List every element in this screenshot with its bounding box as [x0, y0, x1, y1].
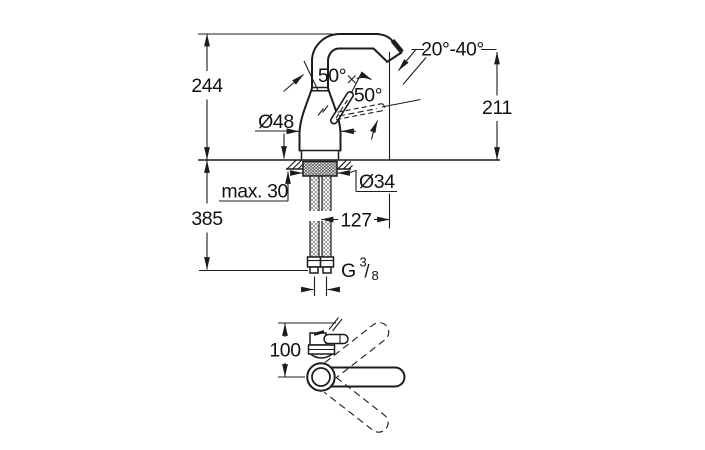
dim-spout-reach-label: 127	[340, 210, 371, 232]
spout-aerator-face	[390, 39, 404, 54]
plan-lever-hinge	[313, 330, 325, 336]
plan-cartridge-dome	[310, 353, 333, 359]
dim-body-diameter: Ø48	[255, 111, 356, 135]
deck-hatching	[286, 159, 353, 170]
lever-dashed-position	[336, 98, 421, 140]
hose-fitting-left	[306, 256, 322, 274]
dim-max-deck-thickness: max. 30	[219, 133, 291, 203]
spout-outline	[311, 33, 404, 92]
mounting-shank	[302, 160, 338, 177]
dim-body-diameter-label: Ø48	[258, 111, 294, 133]
plan-lever-raised-lines	[328, 317, 343, 332]
dim-height-below-deck-label: 385	[191, 208, 223, 230]
dim-max-deck-thickness-label: max. 30	[221, 181, 288, 203]
body-outline	[298, 87, 342, 160]
lever-axis-hidden-dashes	[317, 105, 329, 116]
spout-angle-range-label: 20°-40°	[421, 39, 484, 61]
lever-front-angle-annotation	[283, 60, 372, 92]
thread-prefix-label: G	[341, 260, 356, 282]
faucet-side-view	[283, 33, 497, 160]
dim-hole-diameter: Ø34	[290, 169, 397, 193]
plan-body-inner-circle	[311, 367, 331, 387]
spout-angle-annotation	[398, 48, 497, 85]
plan-lever-assembly	[307, 317, 349, 359]
lever-angle-front-label: 50°	[318, 65, 346, 87]
dim-height-to-spout-label: 211	[482, 97, 512, 119]
thread-slash-label: /	[365, 262, 370, 282]
plan-spout-dashed-lower	[323, 376, 389, 433]
deck-and-connections	[198, 159, 500, 274]
hose-break-band	[305, 211, 337, 221]
thread-numerator-label: 3	[360, 255, 367, 270]
lever-angle-side-label: 50°	[354, 85, 382, 107]
lever-solid	[330, 71, 363, 125]
dim-hole-diameter-label: Ø34	[359, 171, 395, 193]
plan-lever-pin	[323, 333, 349, 345]
dim-connection-thread: G 3 / 8	[301, 255, 379, 296]
dim-height-overall: 244	[191, 33, 332, 160]
faucet-plan-view: 100	[269, 317, 406, 433]
dim-height-to-spout: 211 20°-40°	[421, 39, 512, 160]
thread-denominator-label: 8	[372, 268, 379, 283]
dim-plan-lever-depth: 100	[269, 322, 336, 378]
hose-fitting-right	[319, 256, 335, 274]
lever-swing-arc-arrow	[370, 120, 379, 140]
dim-plan-lever-depth-label: 100	[269, 340, 301, 362]
construction-cross-mark	[347, 75, 356, 84]
dim-height-overall-label: 244	[191, 75, 223, 97]
dimensions-side-view: 244 385 211 20°-40° 50° 50° Ø48	[191, 33, 512, 296]
dim-height-below-deck: 385	[191, 160, 308, 272]
plan-spout-dashed-upper	[324, 322, 390, 378]
dim-spout-reach: 127	[320, 52, 391, 232]
